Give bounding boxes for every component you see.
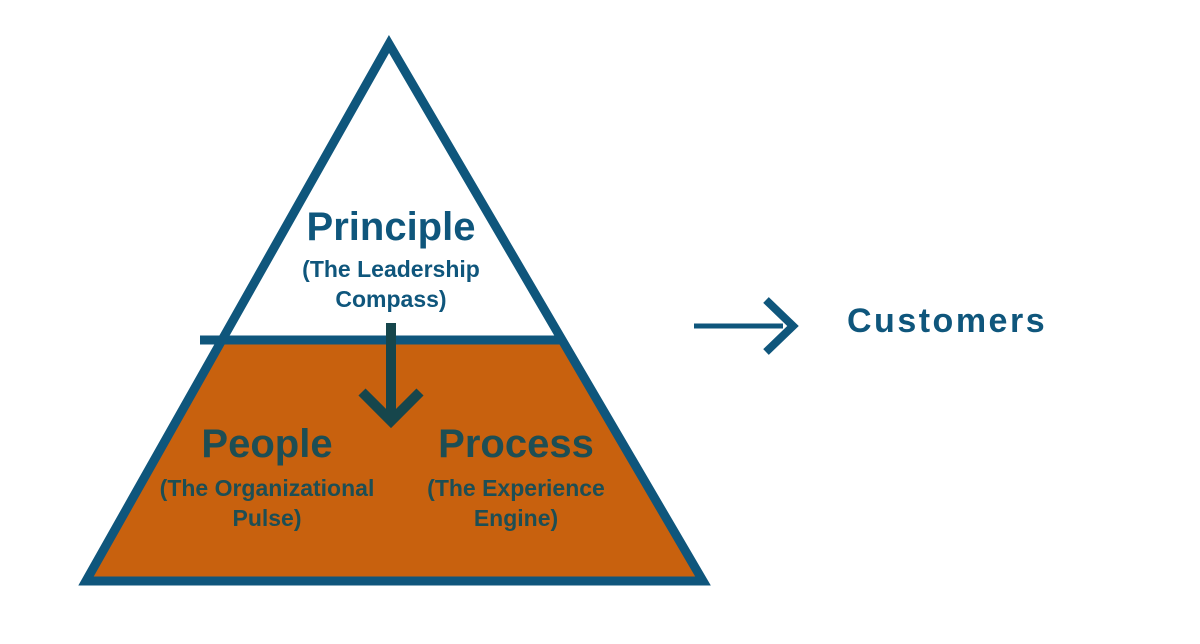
principle-subtitle: (The Leadership Compass) <box>302 256 480 312</box>
pyramid-outline <box>78 34 711 586</box>
principle-title: Principle <box>306 205 476 249</box>
process-title: Process <box>438 422 594 466</box>
people-subtitle: (The Organizational Pulse) <box>159 475 375 531</box>
arrow-down-icon <box>358 323 424 429</box>
arrow-right-icon <box>763 297 799 355</box>
process-subtitle: (The Experience Engine) <box>427 475 605 531</box>
customers-label: Customers <box>847 302 1048 340</box>
people-title: People <box>201 422 333 466</box>
pyramid-lower-section-shape <box>86 340 703 581</box>
